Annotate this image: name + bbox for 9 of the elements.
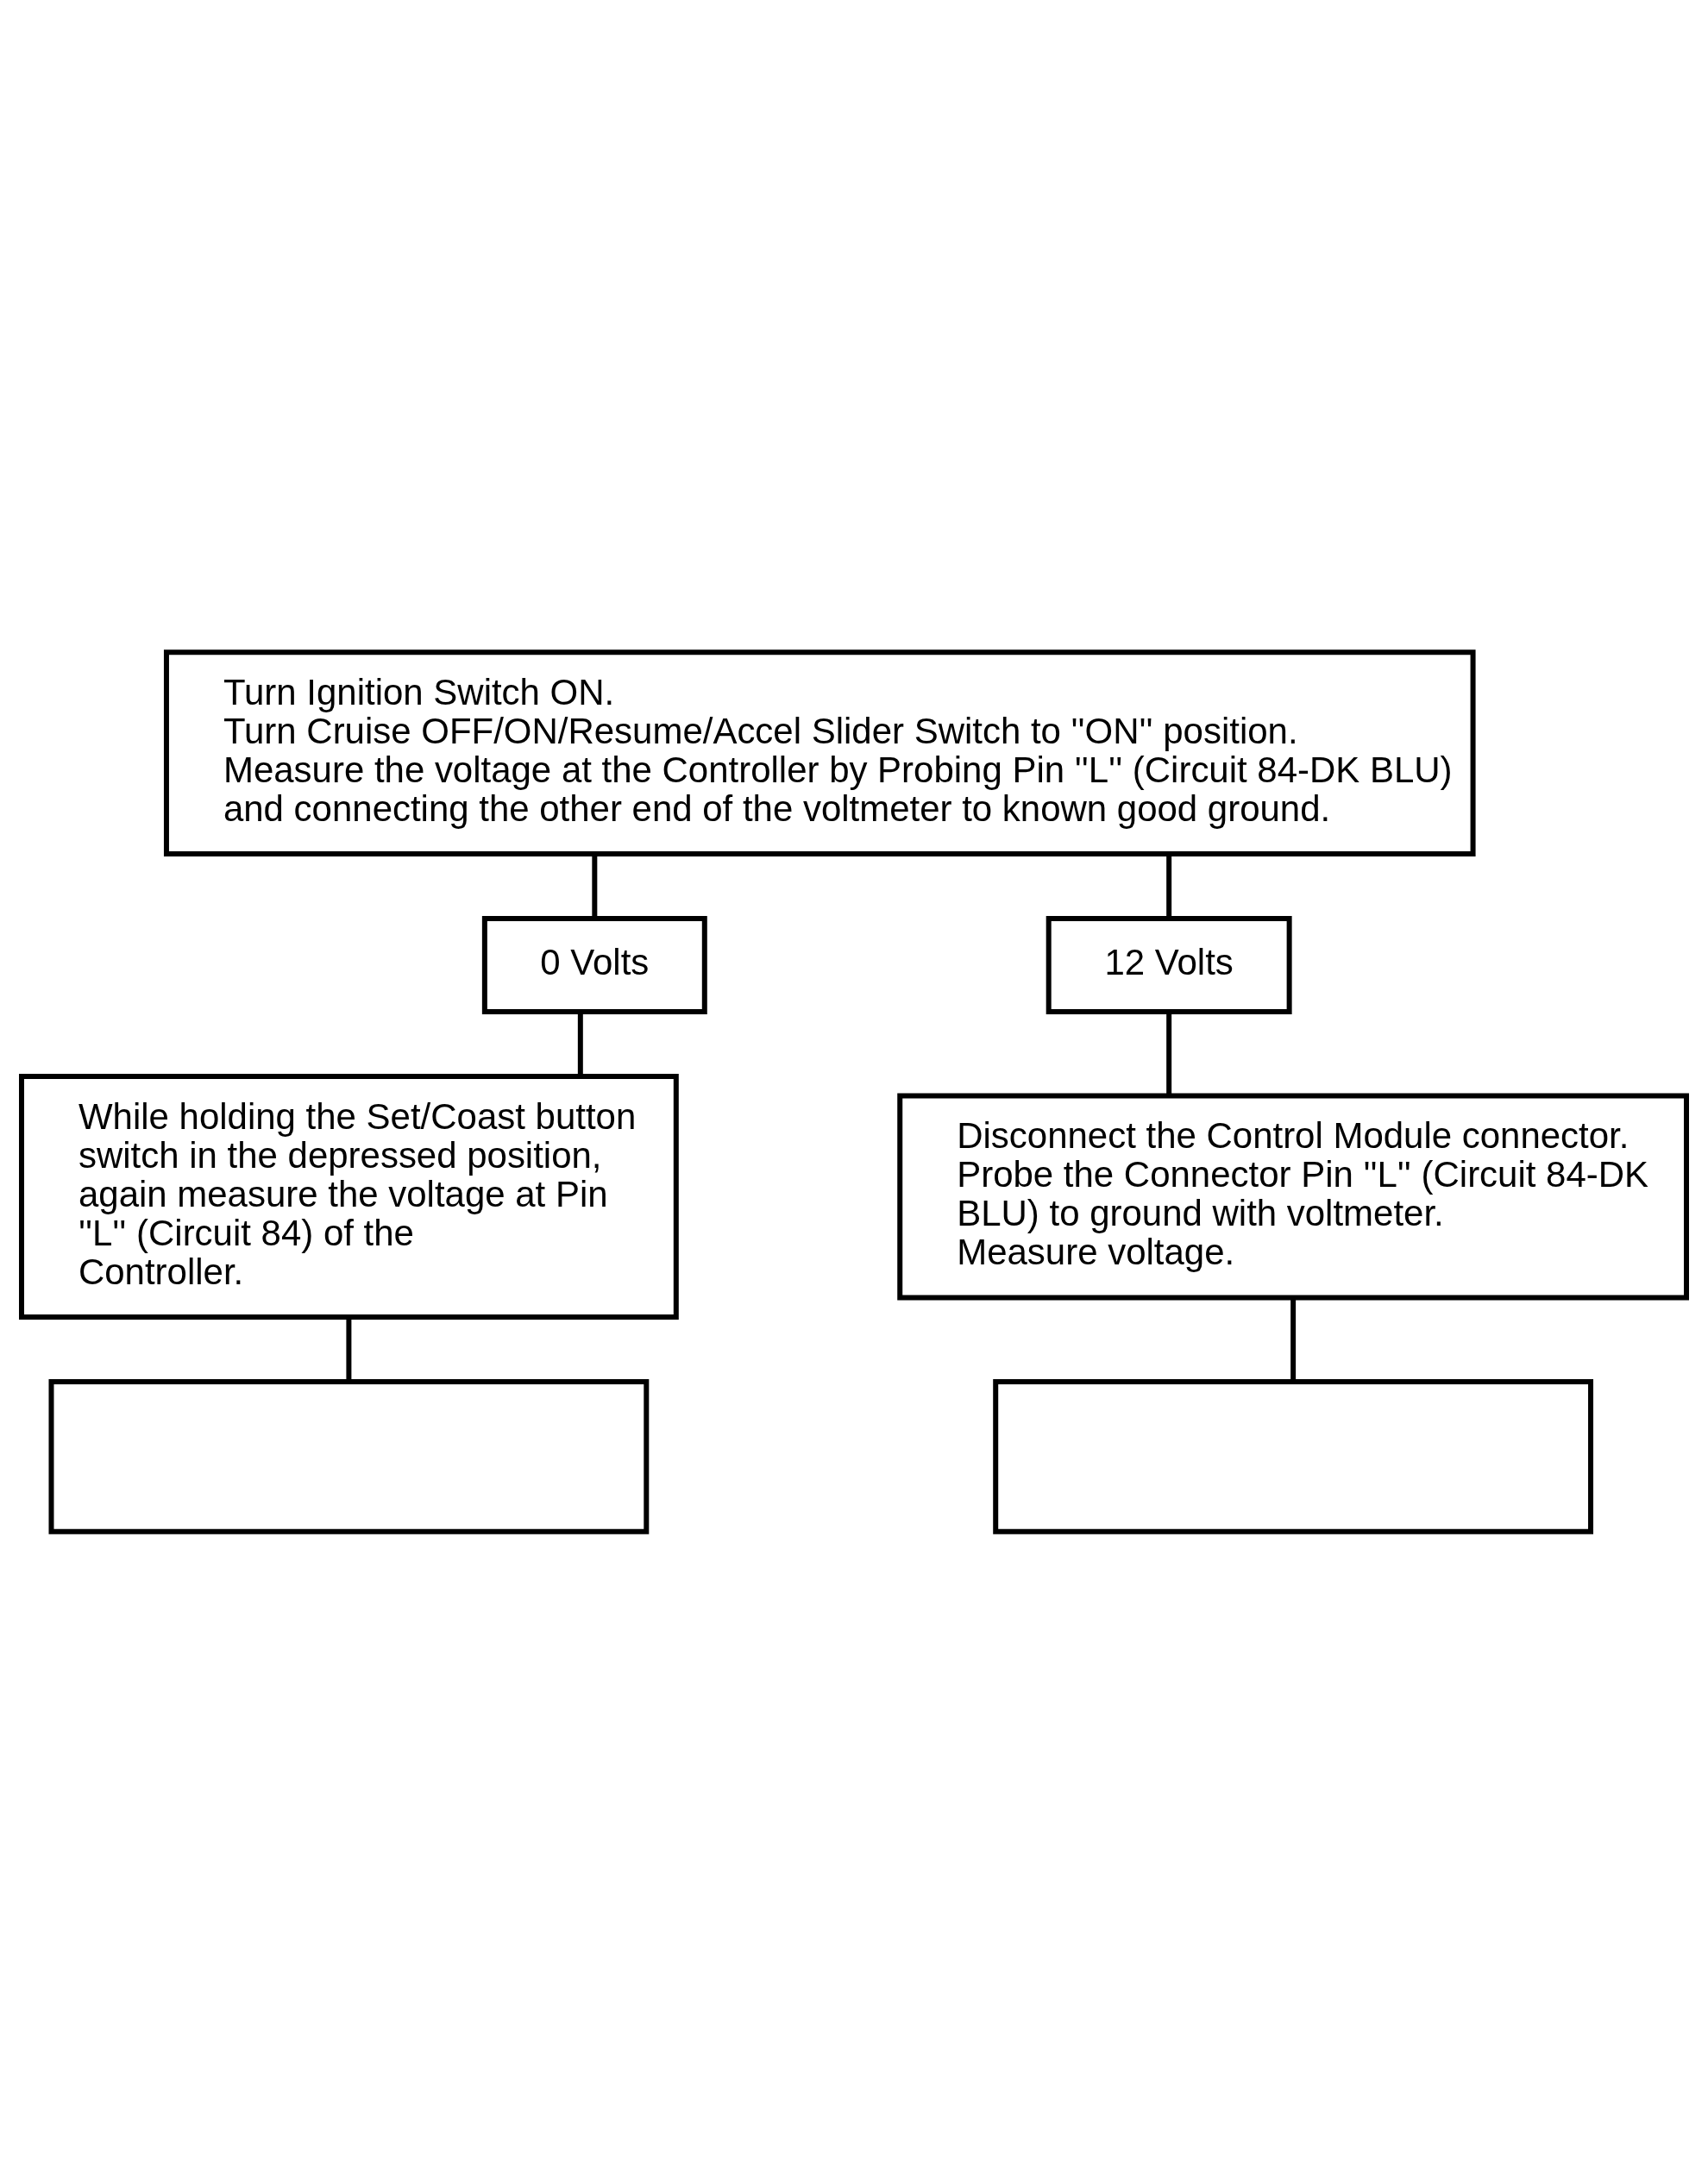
node-box xyxy=(48,1378,650,1534)
node-box: 12 Volts xyxy=(1046,915,1292,1014)
node-box: 0 Volts xyxy=(481,915,707,1014)
connector xyxy=(1290,1297,1297,1381)
node-box xyxy=(993,1378,1594,1534)
node-box: Turn Ignition Switch ON. Turn Cruise OFF/ON/Resume/Accel Slider Switch to ''ON'' position. Measure the voltage at the Controller by Probing Pin ''L'' (Circuit 84-DK BLU) and connecting the other end of the voltmeter to known good ground. xyxy=(163,649,1476,856)
node-box: Disconnect the Control Module connector. Probe the Connector Pin ''L'' (Circuit 84-DK BLU) to ground with voltmeter. Measure voltage. xyxy=(897,1093,1689,1300)
node-box: While holding the Set/Coast button switch in the depressed position, again measure the voltage at Pin ''L'' (Circuit 84) of the Controller. xyxy=(19,1073,679,1320)
connector xyxy=(346,1317,352,1382)
